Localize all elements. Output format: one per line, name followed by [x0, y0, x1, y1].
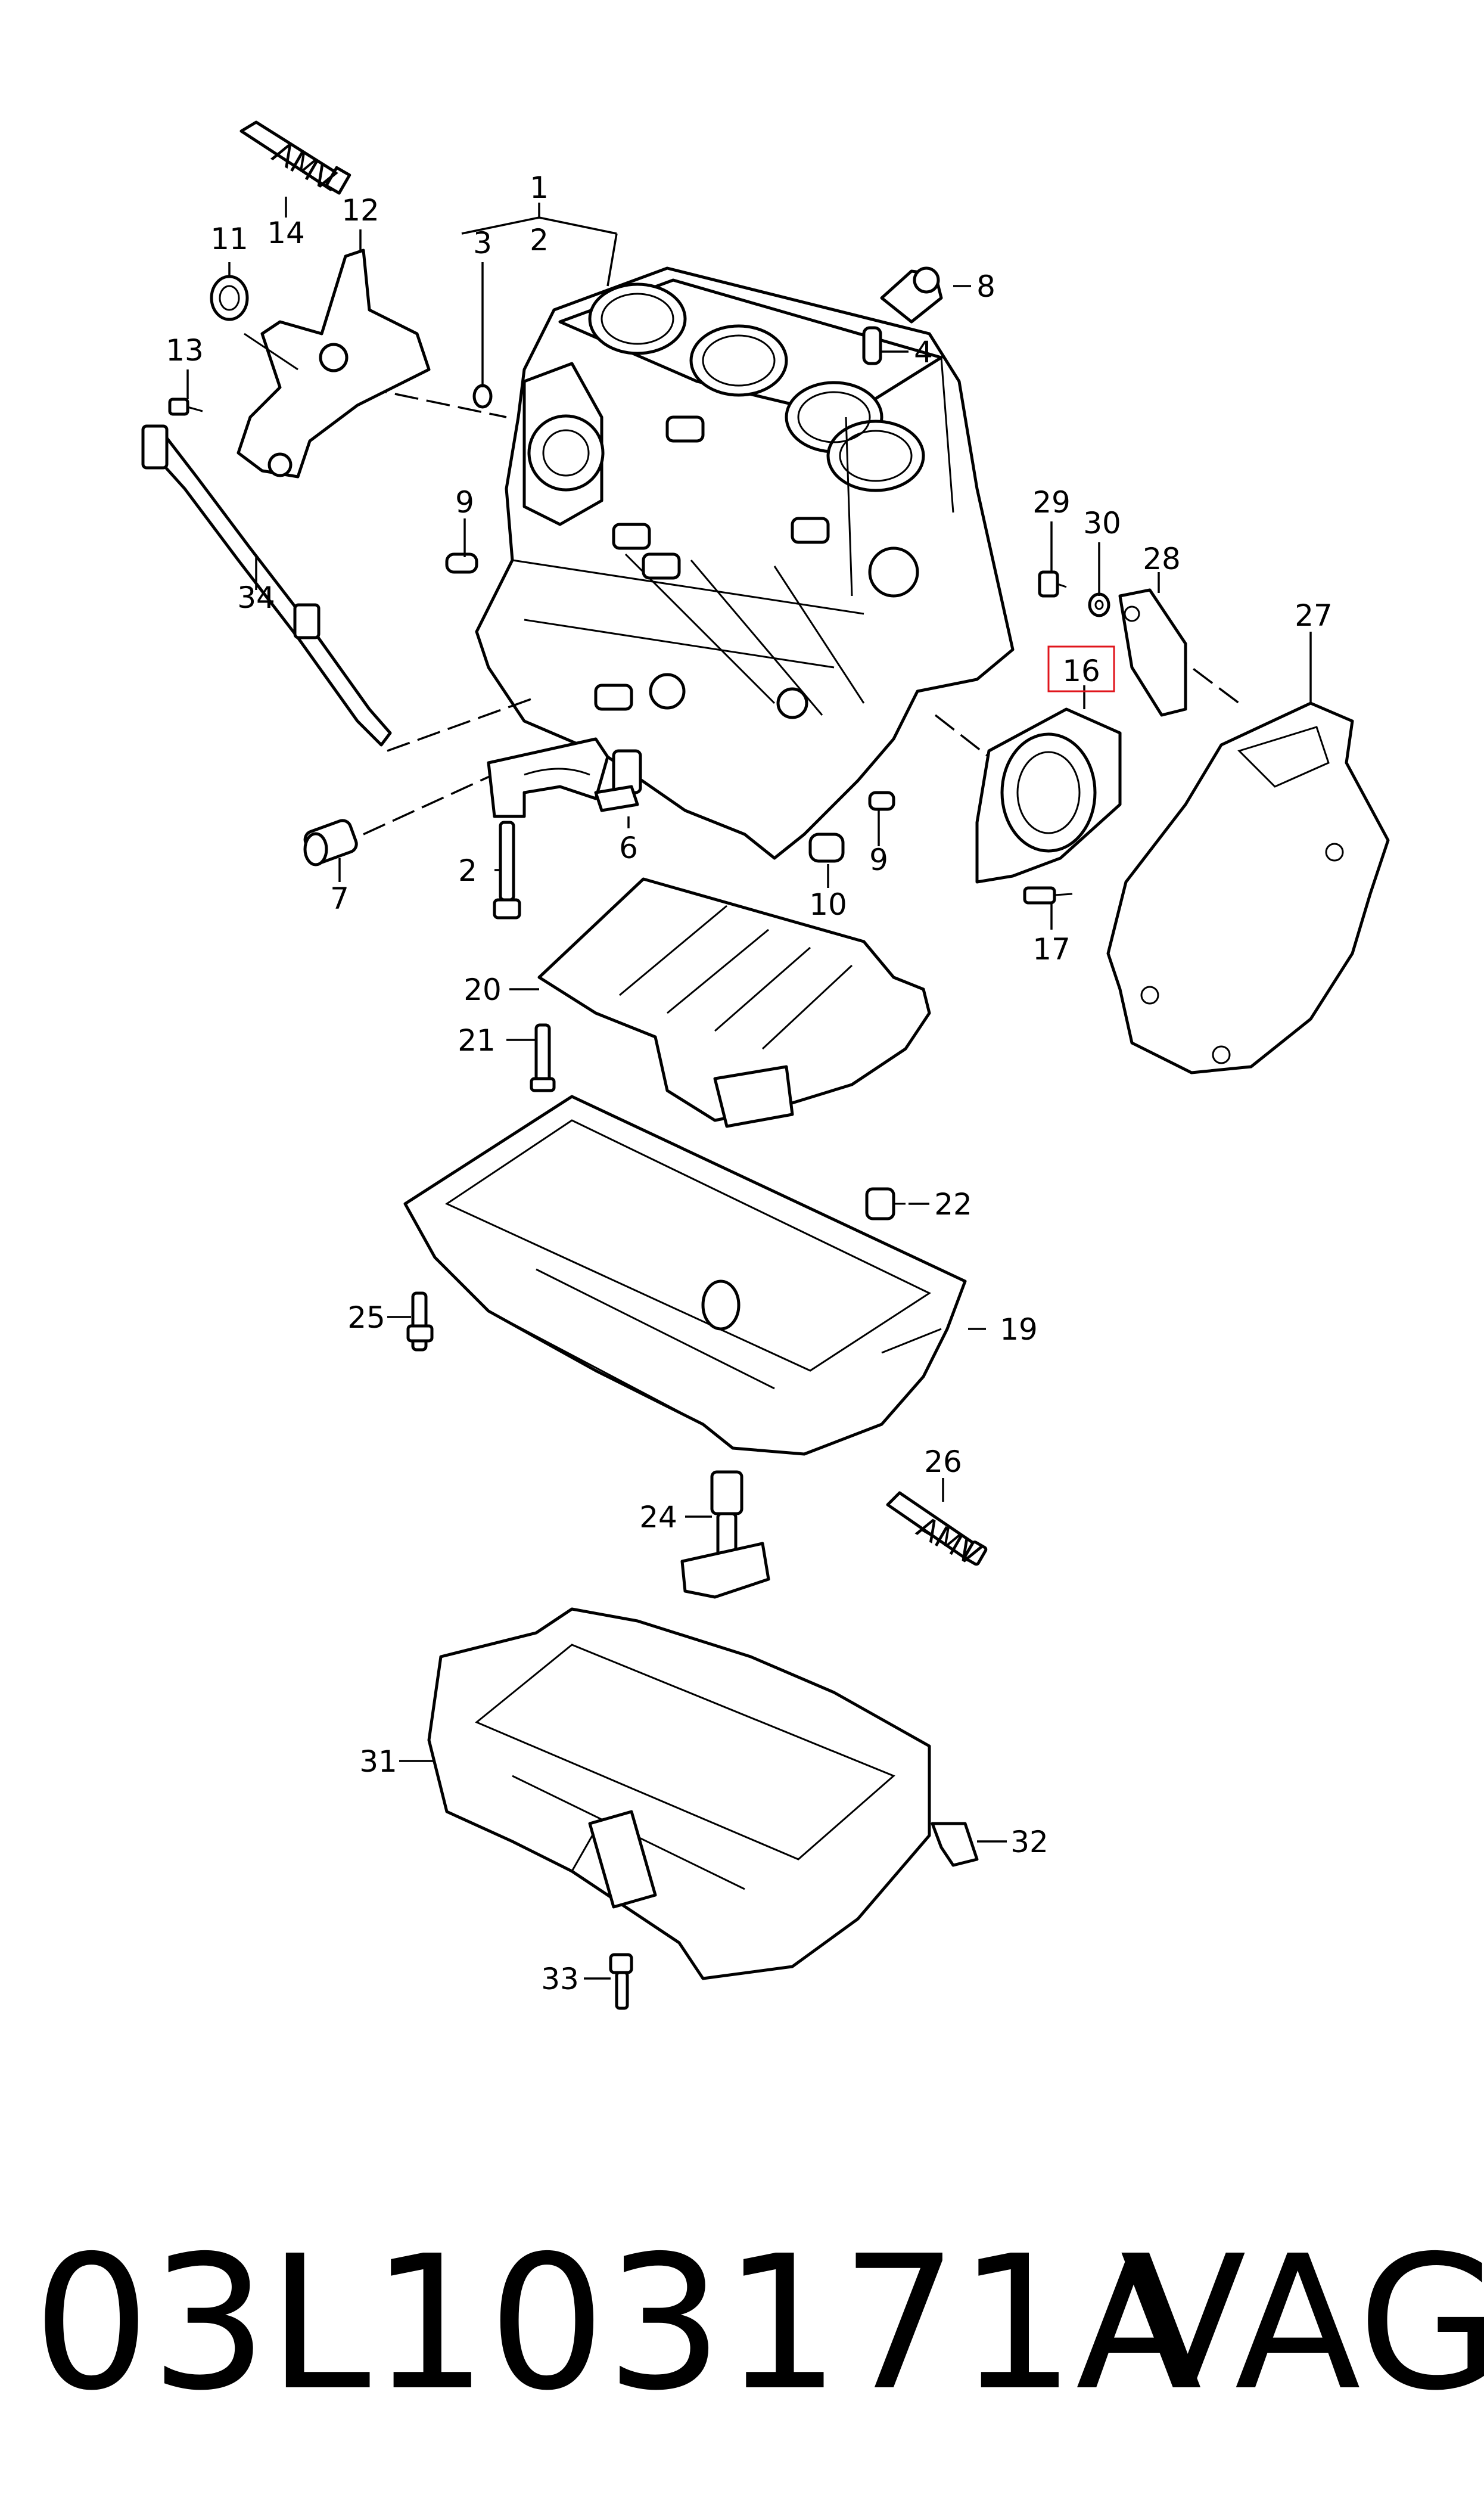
callout-31: 31: [359, 1744, 397, 1779]
callout-2: 2: [530, 223, 549, 257]
callout-13: 13: [166, 333, 204, 368]
highlight-box-16: [1047, 645, 1115, 692]
main-bearing-cap: [487, 737, 609, 818]
bolt-21: [530, 1023, 556, 1092]
drain-plug-22: [865, 1187, 906, 1220]
sleeve-9-left: [445, 552, 478, 574]
dipstick-tube: [141, 424, 392, 747]
brand-name: VAG: [1120, 2216, 1484, 2431]
sealing-plug-7: [303, 819, 358, 866]
callout-34: 34: [237, 580, 275, 615]
callout-14: 14: [267, 216, 305, 250]
sealant-tube-top: AMV: [239, 120, 351, 198]
assembly-line-dipstick: [387, 696, 537, 752]
callout-30: 30: [1083, 506, 1121, 541]
part-number: 03L103171A: [33, 2216, 1202, 2431]
callout-labels: 1 2 3 4 8 9 9 10 11 12 13 14 16 17 19 20…: [166, 170, 1333, 1996]
assembly-line-oil-pump: [363, 386, 507, 418]
callout-3: 3: [473, 226, 492, 260]
bolt-17: [1023, 886, 1073, 905]
callout-24: 24: [639, 1500, 677, 1535]
oil-spray-jet-6: [594, 749, 642, 812]
callout-6: 6: [619, 831, 638, 865]
oil-pump-bracket: [237, 249, 431, 479]
oil-pan-upper-19: [403, 1095, 967, 1456]
callout-29: 29: [1032, 485, 1071, 520]
intermediate-plate-27: [1106, 701, 1390, 1074]
callout-9-right: 9: [869, 843, 888, 877]
callout-32: 32: [1010, 1825, 1049, 1859]
callout-16: 16: [1062, 654, 1100, 688]
callout-22: 22: [934, 1187, 972, 1222]
washer-30: [1088, 592, 1110, 617]
assembly-line-seal: [934, 714, 990, 758]
leader-lines: [186, 197, 1312, 1980]
callout-21: 21: [458, 1023, 496, 1058]
callout-25: 25: [347, 1300, 385, 1335]
callout-11: 11: [210, 222, 248, 256]
bushing-10: [808, 833, 845, 863]
callout-17: 17: [1032, 932, 1071, 967]
callout-26: 26: [924, 1445, 962, 1479]
callout-10: 10: [809, 887, 847, 922]
bolt-2: [493, 821, 521, 920]
callout-9-left: 9: [455, 485, 474, 520]
oil-baffle-20: [537, 877, 931, 1128]
callout-19: 19: [1000, 1312, 1038, 1347]
oil-pan-lower-31: [427, 1607, 931, 1980]
callout-4: 4: [914, 335, 933, 369]
dowel-pin-4: [862, 326, 882, 365]
callout-28: 28: [1143, 542, 1181, 576]
assembly-line-plug: [363, 768, 507, 835]
callout-7: 7: [330, 881, 349, 916]
callout-1: 1: [530, 170, 549, 205]
banjo-bolt-8: [880, 266, 943, 324]
rivet-33: [609, 1953, 633, 2010]
rear-seal-flange: [975, 707, 1122, 884]
bolt-29: [1038, 570, 1067, 598]
callout-20: 20: [463, 973, 502, 1007]
bolt-25: [406, 1291, 434, 1352]
callout-2-bolt: 2: [458, 853, 477, 888]
clip-32: [931, 1822, 979, 1867]
bracket-28: [1118, 588, 1187, 717]
callout-27: 27: [1295, 598, 1333, 633]
sleeve-9-right: [868, 791, 895, 811]
dowel-pin-3: [472, 384, 493, 409]
sealant-tube-lower: AMV: [886, 1491, 988, 1573]
callout-12: 12: [341, 193, 379, 228]
callout-33: 33: [541, 1962, 579, 1996]
engine-block: [475, 266, 1015, 860]
footer: 03L103171A VAG: [0, 2199, 1484, 2449]
bolt-13: [168, 397, 203, 416]
oil-level-sender-24: [680, 1470, 770, 1599]
callout-8: 8: [976, 269, 995, 304]
oil-seal-ring: [210, 275, 249, 321]
